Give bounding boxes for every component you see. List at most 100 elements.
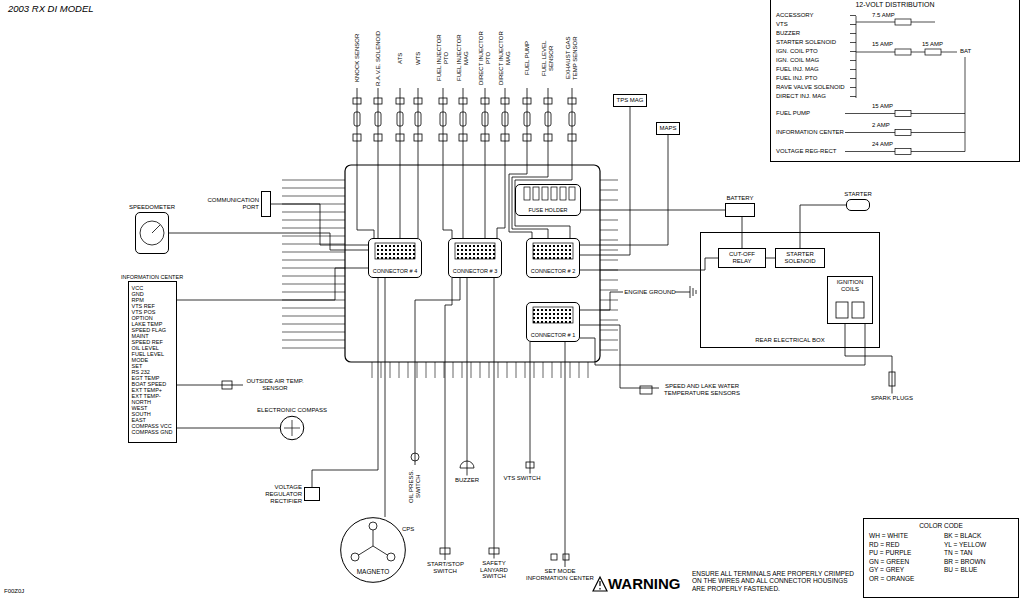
wire-connector [271, 204, 368, 245]
wire-connector [580, 292, 623, 310]
wire-connector [312, 278, 378, 487]
distribution-wiring [856, 22, 957, 52]
node-text: WH = WHITE [869, 532, 938, 540]
node-title: DIRECT INJECTOR MAG [498, 29, 511, 87]
buzzer-label: BUZZER [454, 476, 480, 485]
text-block: CONNECTOR # 1 [531, 332, 576, 338]
annotation-label: FUEL INJ. PTO [776, 75, 817, 82]
sensor-label: FUEL INJECTOR MAG [455, 28, 471, 88]
annotation-label: IGN. COIL MAG [776, 57, 819, 64]
node-title: FUEL INJECTOR MAG [456, 29, 469, 87]
connector-pin-grid [375, 243, 573, 323]
annotation-label: 15 AMP [872, 41, 893, 48]
outline-ellipse [280, 416, 304, 440]
ground-symbol [675, 286, 696, 298]
starter-motor: STARTER [846, 199, 870, 211]
node-text: TN = TAN [944, 549, 1013, 557]
text-block: SPEED AND LAKE WATER TEMPERATURE SENSORS [660, 383, 744, 397]
text-block: DIRECT INJECTOR MAG [498, 29, 511, 87]
sensor-label: DIRECT INJECTOR MAG [497, 28, 513, 88]
gauge-dial [140, 221, 164, 245]
annotation-label: ENSURE ALL TERMINALS ARE PROPERLY CRIMPE… [692, 570, 857, 592]
outline-shape [280, 416, 304, 440]
wire-connector [580, 325, 659, 388]
gauge-dial [140, 221, 164, 245]
node-title: BUZZER [455, 477, 479, 484]
small-sensor-symbol [551, 554, 557, 560]
sensor-label: FUEL LEVEL SENSOR [540, 28, 556, 88]
warning-triangle [593, 577, 607, 591]
connector-pin-grid [533, 307, 573, 323]
ignition-coil-symbol [836, 302, 848, 318]
warning-triangle [599, 581, 600, 590]
node-title: CONNECTOR # 1 [531, 332, 576, 338]
node-heading: COMMUNICATION PORT [205, 197, 259, 211]
node-text: RD = RED [869, 541, 938, 549]
node-title: START/STOP SWITCH [427, 561, 463, 575]
node-title: SET MODE [526, 568, 594, 575]
sensor-label: R.A.V.E. SOLENOID [374, 28, 383, 88]
wire-connector [177, 268, 369, 300]
wire-connector [418, 88, 419, 238]
text-block: COLOR CODEWH = WHITEBK = BLACKRD = REDYL… [869, 522, 1013, 583]
sensor-box: MAPS [656, 122, 680, 135]
node-text: GND [132, 291, 173, 297]
text-block: START/STOP SWITCH [427, 561, 463, 575]
sensor-label: DIRECT INJECTOR PTO [477, 28, 493, 88]
wire-connector [177, 385, 244, 386]
node-text: OIL LEVEL [132, 345, 173, 351]
annotation-label: STARTER SOLENOID [776, 39, 836, 46]
node-title: FUEL INJECTOR PTO [436, 29, 449, 87]
node-text: GY = GREY [869, 566, 938, 574]
node-text: EXT TEMP+ [132, 387, 173, 393]
text-block: ENGINE GROUND [624, 289, 675, 296]
annotation-label: BAT [960, 48, 971, 55]
compass-cross [284, 420, 300, 436]
sensor-label: KNOCK SENSOR [353, 28, 362, 88]
wire-connector [494, 278, 495, 559]
warning-triangle [593, 577, 607, 591]
annotation-label: FUEL INJ. MAG [776, 66, 819, 73]
color-code-table: COLOR CODEWH = WHITEBK = BLACKRD = REDYL… [863, 518, 1019, 598]
text-block: BUZZER [455, 477, 479, 484]
wire-connector [463, 88, 464, 238]
node-title: CONNECTOR # 4 [373, 268, 418, 274]
distribution-wiring [895, 19, 911, 25]
wire-group [169, 88, 892, 567]
node-title: FUEL LEVEL SENSOR [541, 29, 554, 87]
ecu-connector: CONNECTOR # 2 [526, 238, 580, 278]
node-title: SPARK PLUGS [871, 395, 913, 402]
wire-connector [580, 135, 668, 246]
annotation-label: RAVE VALVE SOLENOID [776, 84, 845, 91]
fuse-symbol [551, 187, 557, 200]
node-text: VCC [132, 285, 173, 291]
node-text: BOAT SPEED [132, 381, 173, 387]
node-text: OR = ORANGE [869, 575, 938, 583]
wire-connector [445, 278, 452, 560]
sensor-label: WTS [414, 28, 423, 88]
node-text: COMPASS VCC [132, 423, 173, 429]
text-block: VCCGNDRPMVTS REFVTS POSOPTIONLAKE TEMPSP… [132, 285, 173, 435]
text-block: MAPS [659, 125, 676, 132]
compass-symbol: ELECTRONIC COMPASS [280, 416, 304, 440]
node-text: RS 232 [132, 369, 173, 375]
node-heading: STARTER [844, 191, 871, 198]
sensor-label: EXHAUST GAS TEMP SENSOR [564, 28, 580, 88]
text-block: 12-VOLT DISTRIBUTION [855, 1, 934, 9]
sensor-box: TPS MAG [613, 94, 647, 107]
ecu-connector: CONNECTOR # 4 [368, 238, 422, 278]
wire-connector [357, 88, 374, 238]
small-sensor-symbol [222, 381, 652, 560]
annotation-label: VOLTAGE REG-RECT [776, 148, 836, 155]
node-title: VTS SWITCH [504, 475, 541, 482]
warning-heading: WARNING [608, 575, 681, 592]
node-title: STARTER SOLENOID [778, 251, 822, 265]
node-text: WEST [132, 405, 173, 411]
magneto-symbol: MAGNETO [340, 517, 406, 583]
diagram-title: 2003 RX DI MODEL [8, 3, 94, 14]
wire-connector [169, 233, 368, 250]
node-text: NORTH [132, 399, 173, 405]
annotation-label: 7.5 AMP [872, 12, 895, 19]
electrical-box: REAR ELECTRICAL BOXCUT-OFF RELAYSTARTER … [700, 232, 880, 348]
sensor-label: FUEL INJECTOR PTO [435, 28, 451, 88]
